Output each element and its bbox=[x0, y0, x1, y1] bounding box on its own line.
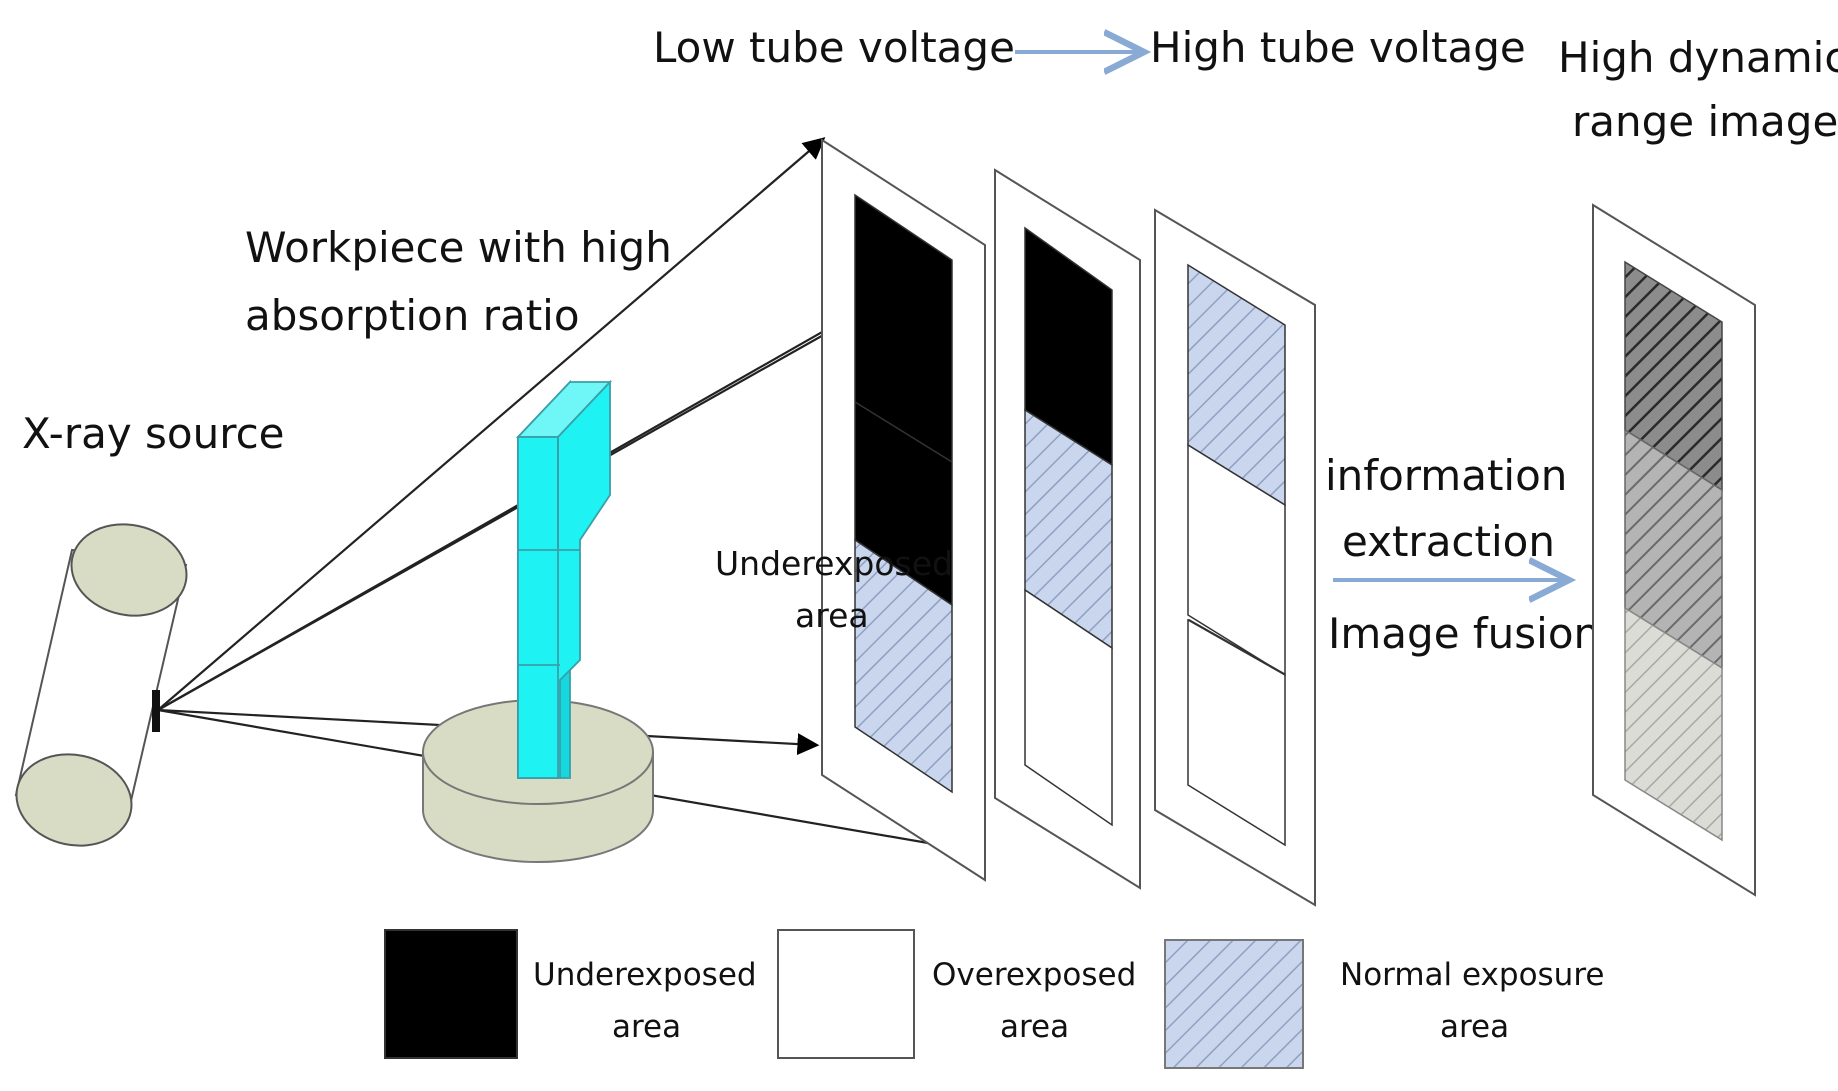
detector-panel-low: Underexposed area bbox=[715, 138, 986, 882]
legend-swatch-normal bbox=[1164, 939, 1304, 1069]
source-label: X-ray source bbox=[22, 409, 285, 458]
workpiece-caption-line2: absorption ratio bbox=[245, 291, 580, 340]
process-line1: information bbox=[1325, 451, 1567, 500]
voltage-progression: Low tube voltage High tube voltage bbox=[653, 23, 1526, 72]
inline-underexposed-line1: Underexposed bbox=[715, 544, 953, 583]
legend-overexposed-line1: Overexposed bbox=[932, 957, 1136, 993]
detector-panel-mid bbox=[994, 168, 1141, 890]
low-voltage-label: Low tube voltage bbox=[653, 23, 1015, 72]
high-voltage-label: High tube voltage bbox=[1150, 23, 1526, 72]
legend-normal-line2: area bbox=[1440, 1009, 1509, 1045]
x-ray-tube-icon bbox=[14, 523, 188, 847]
processing-step: information extraction Image fusion bbox=[1325, 451, 1600, 658]
legend-swatch-underexposed bbox=[384, 929, 518, 1059]
legend-swatch-overexposed bbox=[777, 929, 915, 1059]
process-line2: extraction bbox=[1342, 517, 1555, 566]
workpiece-icon bbox=[515, 379, 613, 779]
hdr-title: High dynamic range image bbox=[1558, 33, 1838, 146]
hdr-title-line2: range image bbox=[1572, 97, 1838, 146]
legend: Underexposed area Overexposed area Norma… bbox=[384, 929, 1604, 1069]
workpiece-caption-line1: Workpiece with high bbox=[245, 223, 672, 272]
detector-panel-high bbox=[1154, 208, 1316, 907]
legend-normal-line1: Normal exposure bbox=[1340, 957, 1604, 993]
hdr-result-panel bbox=[1592, 203, 1756, 897]
workpiece-caption: Workpiece with high absorption ratio bbox=[245, 223, 672, 340]
hdr-title-line1: High dynamic bbox=[1558, 33, 1838, 82]
legend-underexposed-line2: area bbox=[612, 1009, 681, 1045]
legend-underexposed-line1: Underexposed bbox=[533, 957, 757, 993]
inline-underexposed-line2: area bbox=[795, 596, 869, 635]
process-line3: Image fusion bbox=[1328, 609, 1600, 658]
legend-overexposed-line2: area bbox=[1000, 1009, 1069, 1045]
